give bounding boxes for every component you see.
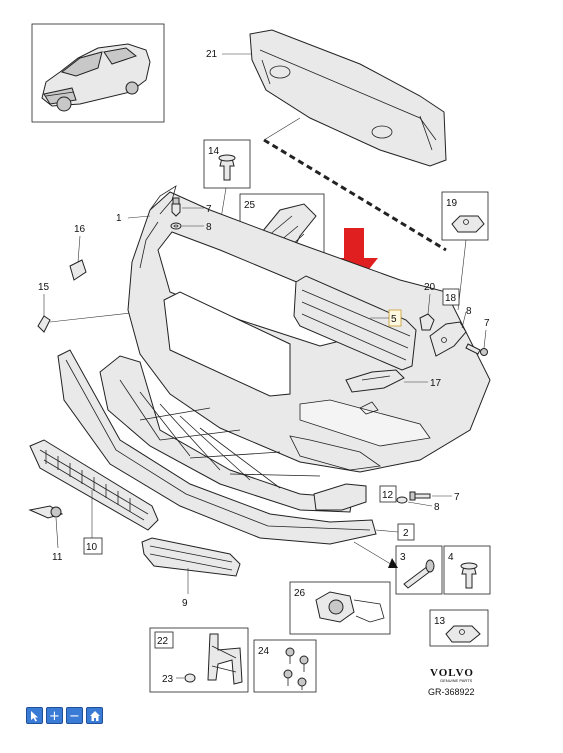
part-18-bracket[interactable] bbox=[429, 321, 467, 357]
callout-16: 16 bbox=[74, 224, 86, 235]
diagram-reference: GR-368922 bbox=[428, 687, 475, 697]
part-24-screws-box[interactable] bbox=[253, 639, 317, 693]
part-20-clip[interactable] bbox=[419, 313, 435, 331]
screw-7-top[interactable] bbox=[171, 197, 181, 217]
callout-20: 20 bbox=[424, 282, 436, 293]
callout-7-top: 7 bbox=[206, 204, 212, 215]
home-button[interactable] bbox=[86, 707, 103, 724]
callout-1: 1 bbox=[116, 213, 122, 224]
part-17-bracket[interactable] bbox=[345, 369, 405, 393]
part-10-front-grille[interactable] bbox=[29, 439, 159, 531]
callout-18: 18 bbox=[445, 293, 457, 304]
callout-8-right: 8 bbox=[466, 306, 472, 317]
callout-25: 25 bbox=[244, 200, 256, 211]
callout-15: 15 bbox=[38, 282, 50, 293]
part-14-clip-box[interactable] bbox=[203, 139, 251, 189]
callout-23: 23 bbox=[162, 674, 174, 685]
part-2-lower-spoiler[interactable] bbox=[57, 349, 377, 545]
callout-19: 19 bbox=[446, 198, 458, 209]
washer-8-top[interactable] bbox=[170, 222, 182, 230]
pointer-button[interactable] bbox=[26, 707, 43, 724]
callout-9: 9 bbox=[182, 598, 188, 609]
pointer-icon bbox=[31, 711, 38, 722]
part-23-clip[interactable] bbox=[184, 673, 196, 683]
part-3-rivet-box[interactable] bbox=[395, 545, 443, 595]
part-9-fog-grille[interactable] bbox=[141, 537, 241, 577]
part-15-reflector[interactable] bbox=[37, 315, 51, 333]
callout-11: 11 bbox=[52, 552, 63, 563]
callout-7-lower: 7 bbox=[454, 492, 460, 503]
callout-26: 26 bbox=[294, 588, 306, 599]
callout-2: 2 bbox=[403, 528, 409, 539]
vehicle-thumbnail bbox=[31, 23, 165, 123]
part-21-energy-absorber[interactable] bbox=[249, 29, 447, 167]
callout-5: 5 bbox=[391, 314, 397, 325]
brand-logo: VOLVO bbox=[430, 667, 474, 679]
screw-7-right[interactable] bbox=[465, 343, 488, 356]
part-19-clip-box[interactable] bbox=[441, 191, 489, 241]
callout-7-right: 7 bbox=[484, 318, 490, 329]
zoom-out-button[interactable]: − bbox=[66, 707, 83, 724]
callout-8-top: 8 bbox=[206, 222, 212, 233]
part-16-cover[interactable] bbox=[69, 259, 87, 281]
part-5-grille-insert[interactable] bbox=[293, 275, 417, 371]
viewer-toolbar: + − bbox=[26, 707, 103, 725]
part-13-clip-box[interactable] bbox=[429, 609, 489, 647]
part-12-bracket[interactable] bbox=[313, 483, 367, 511]
callout-21: 21 bbox=[206, 49, 218, 60]
washer-8-lower[interactable] bbox=[396, 496, 408, 504]
brand-subtitle: GENUINE PARTS bbox=[440, 678, 473, 683]
zoom-in-button[interactable]: + bbox=[46, 707, 63, 724]
part-4-clip-box[interactable] bbox=[443, 545, 491, 595]
home-icon bbox=[89, 711, 100, 721]
callout-24: 24 bbox=[258, 646, 270, 657]
part-26-fog-lamp-box[interactable] bbox=[289, 581, 391, 635]
callout-10: 10 bbox=[86, 542, 98, 553]
callout-8-lower: 8 bbox=[434, 502, 440, 513]
screw-7-lower[interactable] bbox=[409, 491, 431, 501]
callout-13: 13 bbox=[434, 616, 446, 627]
part-11-emblem[interactable] bbox=[28, 505, 64, 519]
callout-17: 17 bbox=[430, 378, 442, 389]
callout-22: 22 bbox=[157, 636, 169, 647]
callout-4: 4 bbox=[448, 552, 454, 563]
callout-12: 12 bbox=[382, 490, 394, 501]
callout-14: 14 bbox=[208, 146, 220, 157]
callout-3: 3 bbox=[400, 552, 406, 563]
